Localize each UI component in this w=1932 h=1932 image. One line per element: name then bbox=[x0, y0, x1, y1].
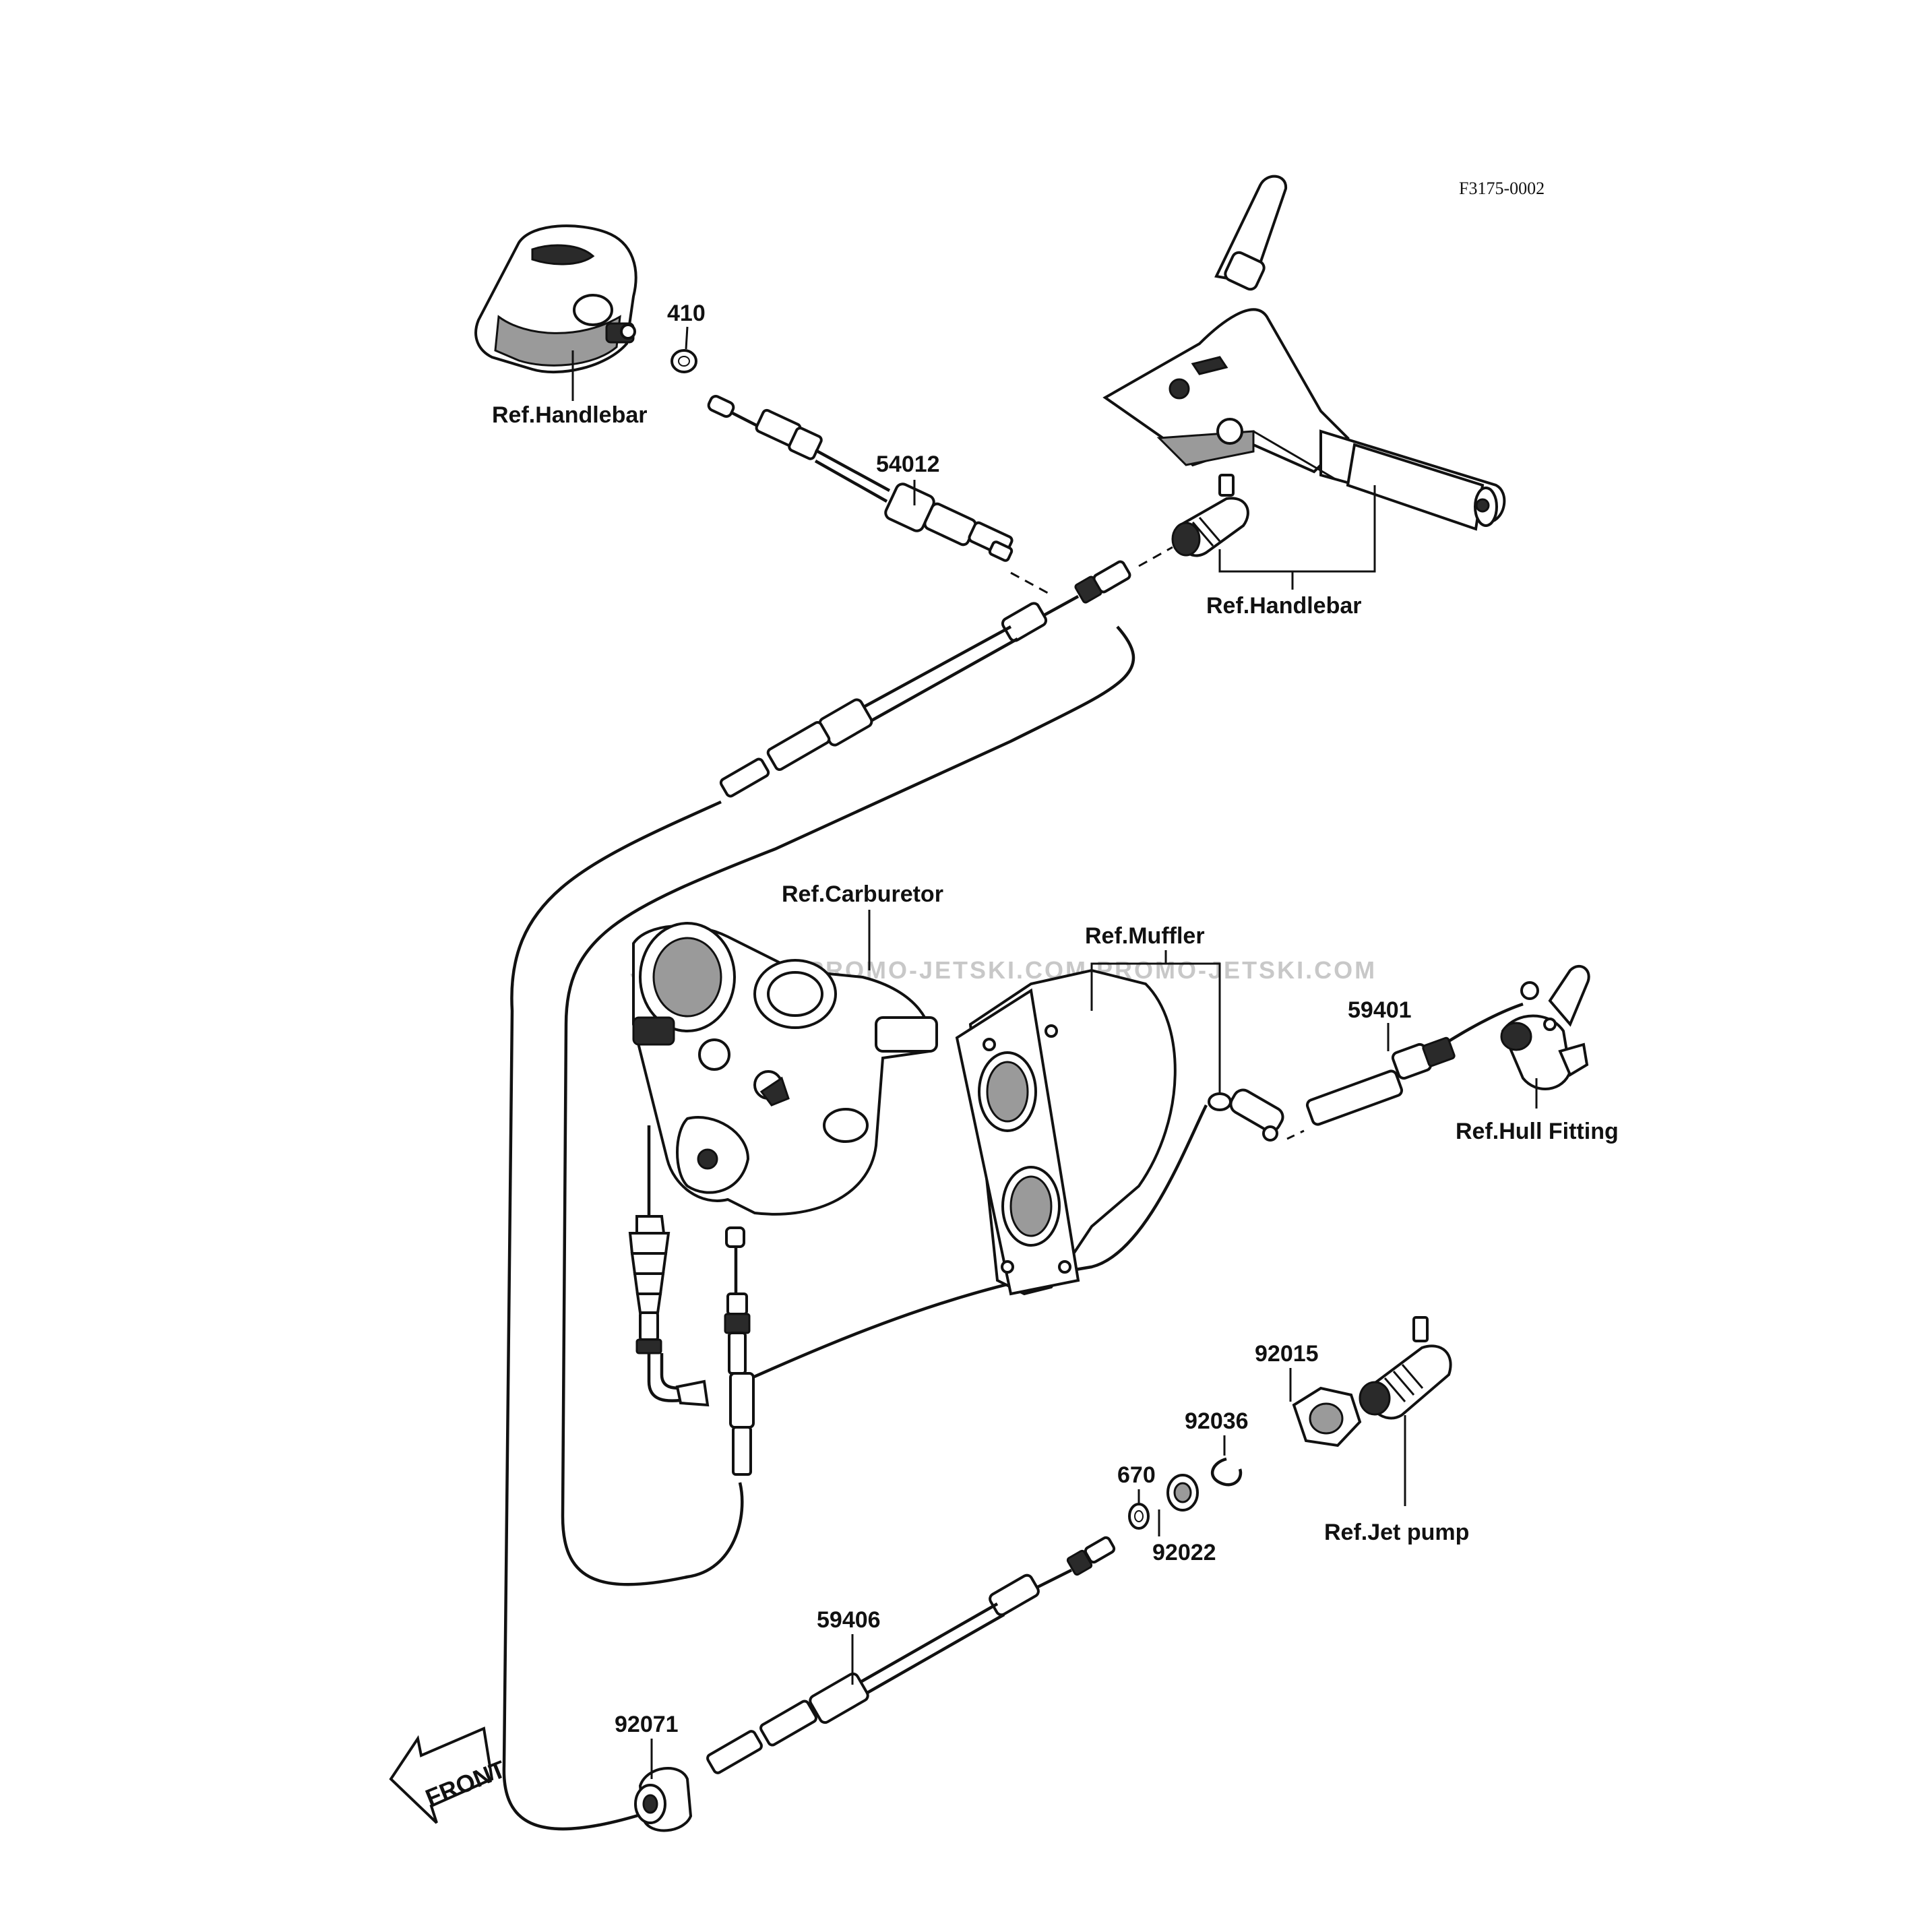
ref-handlebar-right-label: Ref.Handlebar bbox=[1206, 593, 1362, 619]
throttle-cable-dash bbox=[1138, 546, 1173, 567]
part-number-54012: 54012 bbox=[876, 451, 940, 477]
routing-cable-inner bbox=[561, 625, 1135, 1586]
handlebar-housing-left bbox=[474, 224, 637, 374]
part-number-59406: 59406 bbox=[817, 1607, 881, 1633]
part-number-410: 410 bbox=[667, 301, 706, 326]
part-number-92015: 92015 bbox=[1255, 1341, 1319, 1367]
jet-pump-fitting bbox=[1359, 1316, 1452, 1420]
washer-410 bbox=[671, 349, 697, 373]
carburetor bbox=[632, 922, 938, 1216]
muffler bbox=[955, 968, 1177, 1296]
throttle-fitting-right bbox=[1171, 474, 1249, 557]
grommet-92071 bbox=[634, 1767, 693, 1832]
ref-carburetor-label: Ref.Carburetor bbox=[782, 881, 943, 907]
leader-410 bbox=[685, 326, 689, 350]
carburetor-cable-left bbox=[628, 1125, 710, 1407]
nut-92015 bbox=[1292, 1386, 1362, 1447]
part-number-670: 670 bbox=[1117, 1462, 1156, 1488]
throttle-cable-upper bbox=[719, 560, 1131, 798]
clip-92036 bbox=[1211, 1457, 1243, 1487]
washer-92022 bbox=[1166, 1474, 1199, 1512]
handlebar-right bbox=[1102, 175, 1506, 531]
part-number-92071: 92071 bbox=[615, 1712, 679, 1737]
front-arrow: FRONT bbox=[389, 1726, 509, 1824]
washer-670 bbox=[1128, 1503, 1150, 1530]
ref-muffler-label: Ref.Muffler bbox=[1085, 923, 1205, 949]
part-number-92022: 92022 bbox=[1152, 1540, 1216, 1565]
cable-59401 bbox=[1305, 981, 1539, 1126]
ref-handlebar-left-label: Ref.Handlebar bbox=[492, 402, 648, 428]
part-number-92036: 92036 bbox=[1185, 1408, 1249, 1434]
routing-cable-outer bbox=[502, 800, 722, 1831]
drawing-code: F3175-0002 bbox=[1459, 179, 1545, 198]
carburetor-cable-right bbox=[724, 1226, 755, 1476]
ref-jet-pump-label: Ref.Jet pump bbox=[1324, 1520, 1469, 1545]
muffler-bracket bbox=[1208, 1088, 1284, 1142]
choke-cable-dash bbox=[1010, 571, 1049, 594]
leader-ref-muffler bbox=[1090, 962, 1221, 1095]
ref-hull-fitting-label: Ref.Hull Fitting bbox=[1456, 1119, 1619, 1144]
choke-cable-54012 bbox=[707, 395, 1014, 562]
leader-ref-handlebar-right bbox=[1218, 485, 1376, 573]
hull-fitting bbox=[1500, 965, 1590, 1090]
part-number-59401: 59401 bbox=[1348, 997, 1412, 1023]
muffler-bracket-dash bbox=[1286, 1129, 1305, 1140]
cable-59406 bbox=[706, 1536, 1116, 1774]
